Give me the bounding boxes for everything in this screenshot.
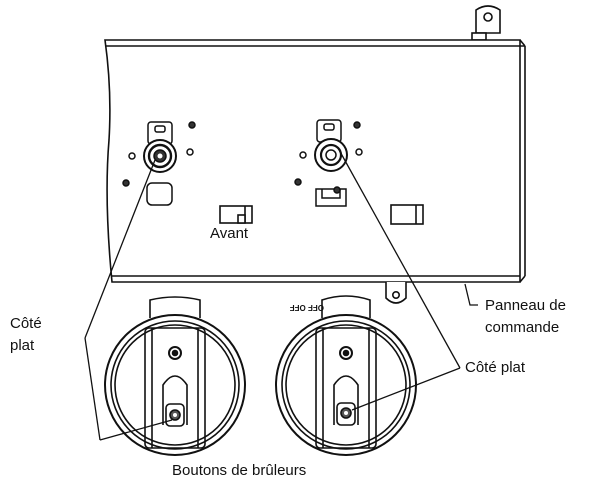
right-knob-socket (294, 119, 363, 207)
flat-side-left-label-line1: Côté (10, 315, 42, 332)
left-burner-knob (104, 296, 246, 456)
flat-side-left-label-line2: plat (10, 337, 35, 354)
control-panel-label-line2: commande (485, 319, 559, 336)
knob-off-marking: OFF OFF (290, 303, 324, 312)
right-burner-knob (275, 295, 417, 456)
burner-knobs-caption: Boutons de brûleurs (172, 462, 306, 479)
control-panel-label-line1: Panneau de (485, 297, 566, 314)
left-knob-socket (122, 121, 196, 206)
leader-lines (84, 147, 478, 441)
flat-side-right-label: Côté plat (465, 359, 526, 376)
side-tab (390, 204, 424, 225)
front-tab (219, 205, 253, 224)
front-label: Avant (210, 225, 249, 242)
